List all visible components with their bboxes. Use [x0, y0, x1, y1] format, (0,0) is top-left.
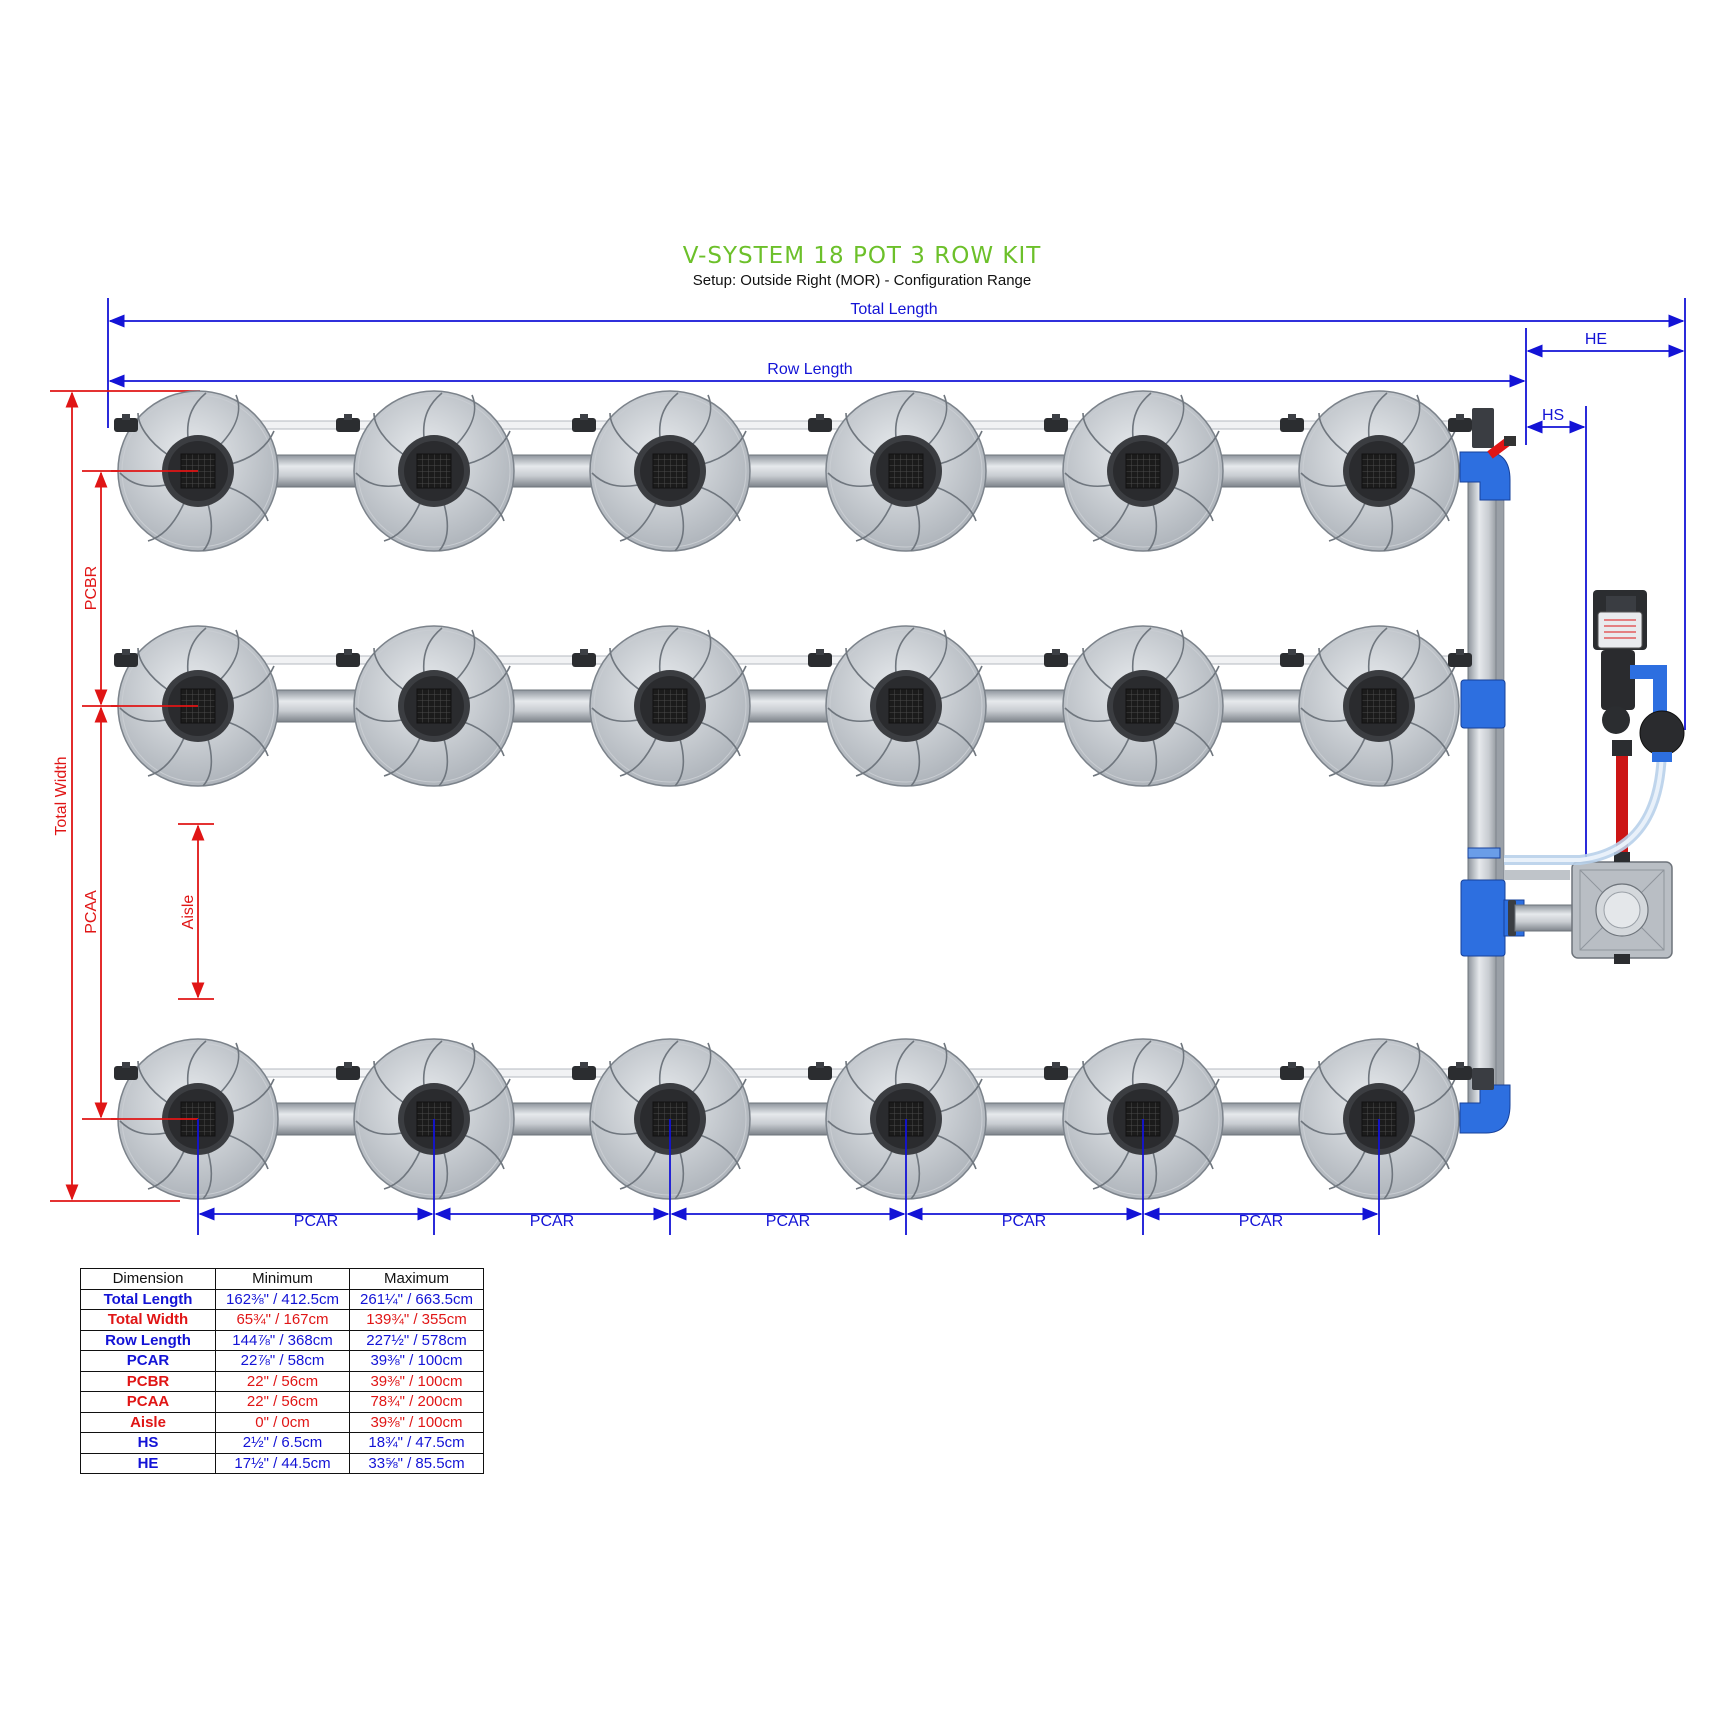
- row-length-label: Row Length: [767, 361, 852, 378]
- manifold-pipe: [1467, 474, 1570, 1116]
- aisle-label: Aisle: [180, 895, 197, 930]
- table-header-row: Dimension Minimum Maximum: [80, 1268, 484, 1290]
- minimum-value-cell: 17½" / 44.5cm: [215, 1452, 350, 1474]
- total-length-label: Total Length: [850, 301, 937, 318]
- table-header-dimension: Dimension: [80, 1268, 216, 1290]
- minimum-value-cell: 144⅞" / 368cm: [215, 1329, 350, 1351]
- maximum-value-cell: 78¾" / 200cm: [349, 1391, 484, 1413]
- maximum-value-cell: 139¾" / 355cm: [349, 1309, 484, 1331]
- dimension-name-cell: PCAR: [80, 1350, 216, 1372]
- he-label: HE: [1585, 331, 1607, 348]
- dimension-name-cell: HE: [80, 1452, 216, 1474]
- dimension-name-cell: PCBR: [80, 1370, 216, 1392]
- row-pipes: [129, 420, 1451, 1136]
- diagram-subtitle: Setup: Outside Right (MOR) - Configurati…: [692, 272, 1032, 289]
- pcaa-label: PCAA: [83, 890, 100, 934]
- minimum-value-cell: 0" / 0cm: [215, 1411, 350, 1433]
- pot-center-markers: [111, 470, 1380, 1200]
- dimension-name-cell: Total Length: [80, 1288, 216, 1310]
- maximum-value-cell: 39⅜" / 100cm: [349, 1350, 484, 1372]
- drain-valve: [1487, 436, 1516, 459]
- minimum-value-cell: 22" / 56cm: [215, 1370, 350, 1392]
- pcar-label-2: PCAR: [530, 1213, 574, 1230]
- dimension-name-cell: HS: [80, 1432, 216, 1454]
- minimum-value-cell: 65¾" / 167cm: [215, 1309, 350, 1331]
- dimension-name-cell: Total Width: [80, 1309, 216, 1331]
- table-header-maximum: Maximum: [349, 1268, 484, 1290]
- pots: [117, 390, 1460, 1200]
- table-header-minimum: Minimum: [215, 1268, 350, 1290]
- maximum-value-cell: 39⅜" / 100cm: [349, 1370, 484, 1392]
- maximum-value-cell: 33⅝" / 85.5cm: [349, 1452, 484, 1474]
- pump-controller: [1593, 590, 1685, 762]
- tank-connector-pipe: [1514, 904, 1576, 932]
- manifold-connector-rings: [1472, 408, 1516, 1090]
- dimension-name-cell: Aisle: [80, 1411, 216, 1433]
- pcbr-label: PCBR: [83, 566, 100, 610]
- pcar-label-5: PCAR: [1239, 1213, 1283, 1230]
- row-valves: [114, 414, 1472, 1080]
- total-width-label: Total Width: [53, 756, 70, 835]
- maximum-value-cell: 227½" / 578cm: [349, 1329, 484, 1351]
- minimum-value-cell: 22⅞" / 58cm: [215, 1350, 350, 1372]
- hs-label: HS: [1542, 407, 1564, 424]
- minimum-value-cell: 162⅜" / 412.5cm: [215, 1288, 350, 1310]
- pcar-label-1: PCAR: [294, 1213, 338, 1230]
- diagram-title: V-SYSTEM 18 POT 3 ROW KIT: [682, 243, 1042, 269]
- minimum-value-cell: 2½" / 6.5cm: [215, 1432, 350, 1454]
- dimension-name-cell: Row Length: [80, 1329, 216, 1351]
- maximum-value-cell: 18¾" / 47.5cm: [349, 1432, 484, 1454]
- pcar-label-4: PCAR: [1002, 1213, 1046, 1230]
- dimension-name-cell: PCAA: [80, 1391, 216, 1413]
- pcar-label-3: PCAR: [766, 1213, 810, 1230]
- reservoir-tank: [1571, 852, 1673, 964]
- minimum-value-cell: 22" / 56cm: [215, 1391, 350, 1413]
- maximum-value-cell: 39⅜" / 100cm: [349, 1411, 484, 1433]
- pump-lines: [1504, 744, 1667, 865]
- maximum-value-cell: 261¼" / 663.5cm: [349, 1288, 484, 1310]
